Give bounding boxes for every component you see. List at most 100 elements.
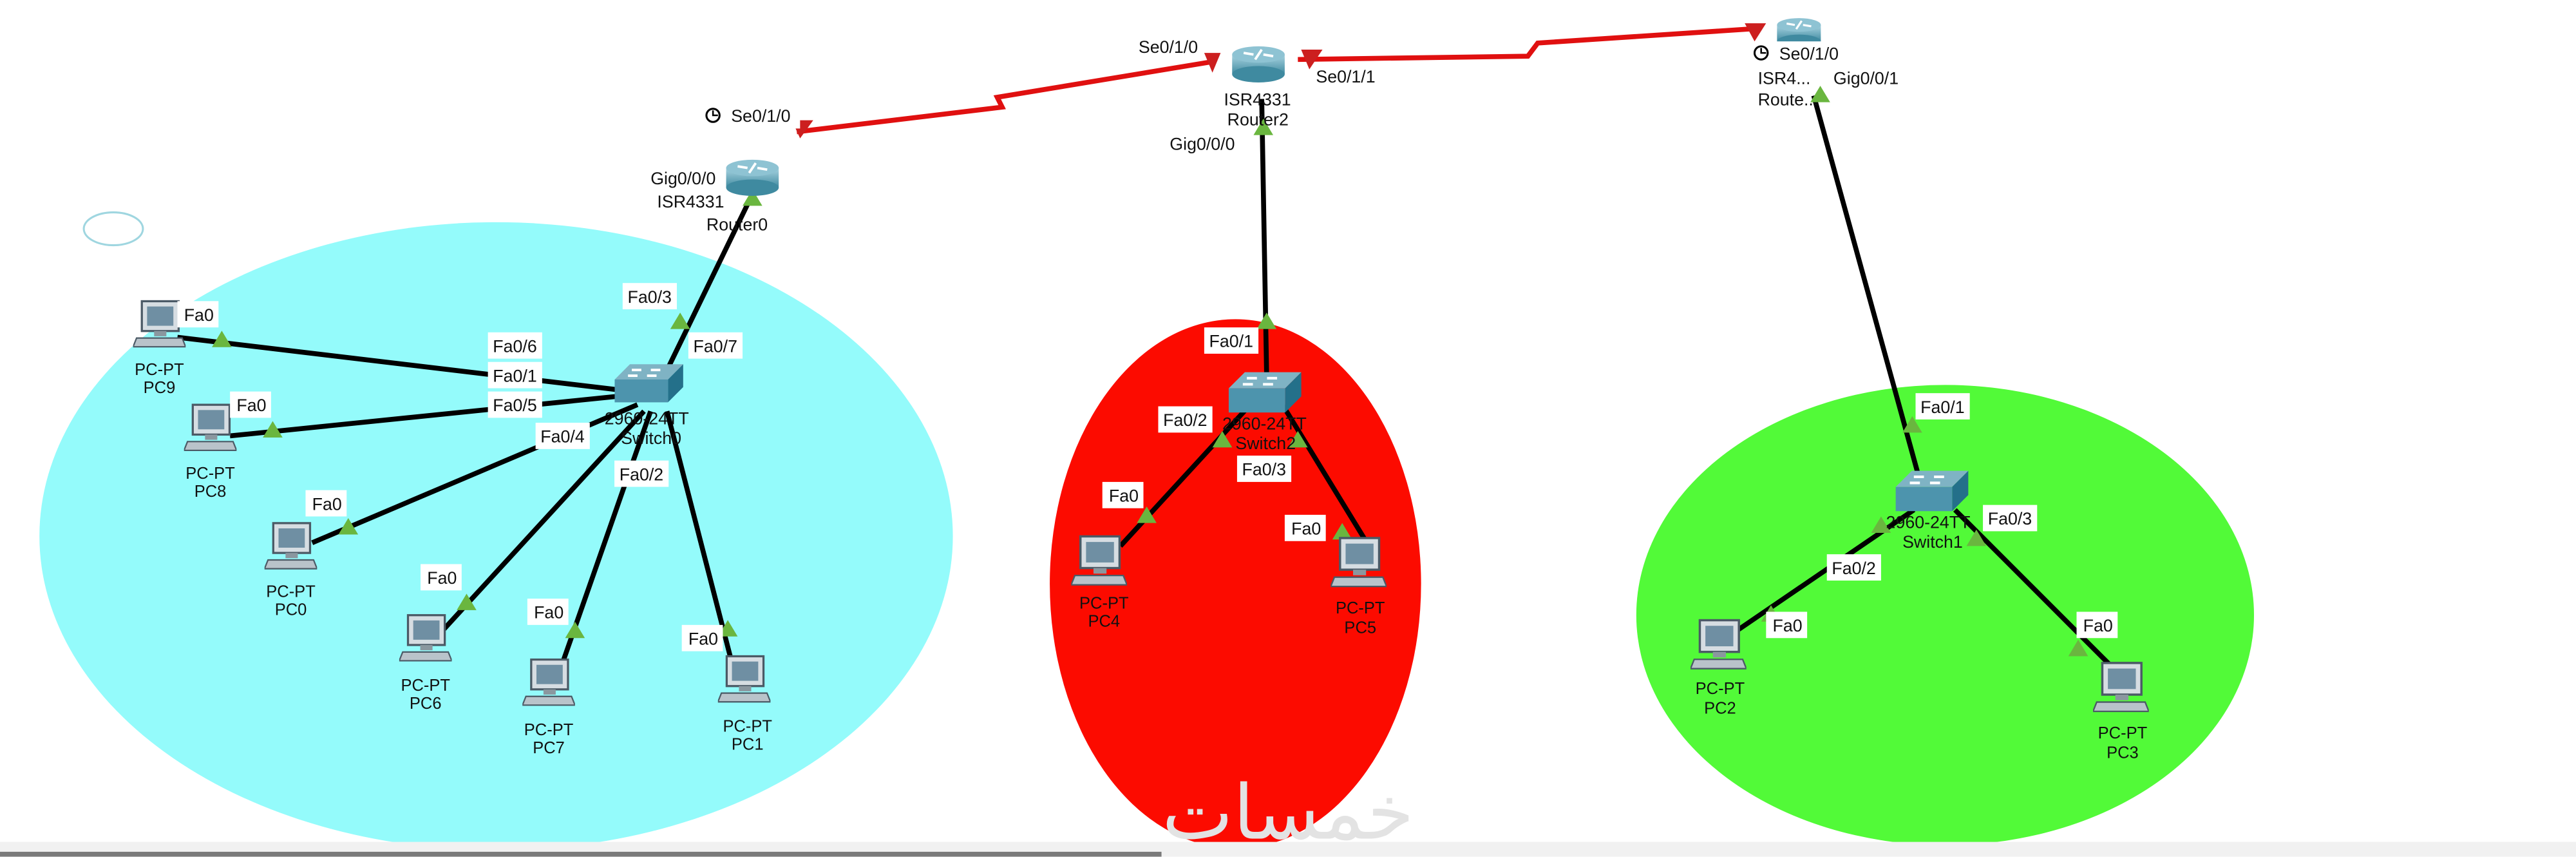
svg-text:Fa0: Fa0 [427,568,457,588]
router1[interactable]: Se0/1/0 ISR4... Route... Gig0/0/1 [1753,17,1899,110]
svg-text:Fa0/3: Fa0/3 [1242,460,1286,479]
switch-name-label: Switch0 [621,428,681,448]
svg-text:Fa0/1: Fa0/1 [1209,332,1253,351]
svg-text:PC-PT: PC-PT [401,677,450,695]
svg-text:Fa0/2: Fa0/2 [1832,559,1875,578]
svg-text:Fa0: Fa0 [1109,486,1139,506]
port-label-box: Fa0/2 [1826,554,1881,581]
port-label: Se0/1/0 [1139,37,1198,57]
svg-text:PC8: PC8 [194,483,227,501]
serial-port-marker [1204,53,1221,73]
port-label-box: Fa0/1 [1915,393,1970,419]
svg-text:Fa0: Fa0 [312,494,342,514]
svg-text:Fa0/5: Fa0/5 [493,396,536,415]
switch2[interactable]: 2960-24TT Switch2 Fa0/1 Fa0/2 Fa0/3 [1158,327,1307,482]
svg-text:PC-PT: PC-PT [1336,599,1385,617]
clock-icon [1753,45,1769,61]
svg-text:Fa0/2: Fa0/2 [1163,410,1207,430]
pc-9[interactable]: PC-PT PC9 Fa0 [133,300,219,397]
svg-text:PC6: PC6 [410,695,442,713]
svg-text:PC-PT: PC-PT [1696,680,1745,698]
port-label: Se0/1/0 [1779,44,1839,63]
svg-text:PC-PT: PC-PT [524,721,574,739]
lan-area-green [1636,385,2254,845]
svg-text:Fa0: Fa0 [184,305,214,325]
svg-text:Fa0: Fa0 [2083,616,2113,635]
port-label-box: Fa0/4 [535,423,590,449]
switch-model-label: 2960-24TT [1222,414,1307,433]
svg-text:PC4: PC4 [1088,612,1120,630]
svg-text:PC-PT: PC-PT [2098,724,2148,742]
port-label-box: Fa0/5 [488,391,542,418]
router2[interactable]: ISR4331 Router2 Se0/1/0 Se0/1/1 Gig0/0/0 [1139,37,1376,154]
port-label-box: Fa0/1 [1204,327,1259,354]
serial-port-marker [1301,49,1323,70]
port-label-box: Fa0/2 [614,460,669,487]
horizontal-scrollbar-thumb[interactable] [0,851,1162,857]
port-label-box: Fa0/3 [622,283,677,310]
port-label: Se0/1/0 [731,106,790,126]
svg-text:PC1: PC1 [732,736,764,754]
router-name-label: Route... [1758,90,1819,110]
svg-text:PC-PT: PC-PT [185,465,234,483]
port-label-box: Fa0/7 [688,332,743,359]
serial-link-router0-router2[interactable] [796,59,1217,135]
svg-text:PC0: PC0 [275,601,307,619]
port-label-box: Fa0/3 [1236,456,1292,482]
switch-name-label: Switch1 [1902,532,1963,552]
port-label: Gig0/0/1 [1833,69,1899,88]
pc-8[interactable]: PC-PT PC8 Fa0 [184,391,271,501]
router0[interactable]: ISR4331 Router0 Se0/1/0 Gig0/0/0 [649,104,800,235]
router-name-label: Router2 [1227,110,1289,129]
switch1[interactable]: 2960-24TT Switch1 Fa0/1 Fa0/2 Fa0/3 [1826,393,2038,581]
port-label-box: Fa0/2 [1158,406,1213,433]
port-label: Gig0/0/0 [650,169,715,188]
serial-link-router2-router1[interactable] [1298,26,1761,63]
svg-text:PC5: PC5 [1344,619,1376,637]
svg-text:Fa0: Fa0 [236,396,266,415]
switch-model-label: 2960-24TT [605,409,689,428]
switch0[interactable]: 2960-24TT Switch0 Fa0/3 Fa0/7 Fa0/6 Fa0/… [488,283,743,487]
port-label: Gig0/0/0 [1170,135,1235,154]
pc-1[interactable]: PC-PT PC1 Fa0 [681,624,772,754]
switch-model-label: 2960-24TT [1886,512,1971,532]
svg-text:PC-PT: PC-PT [1079,594,1129,612]
port-label: Se0/1/1 [1316,67,1375,86]
svg-text:PC3: PC3 [2107,744,2139,762]
pc-2[interactable]: PC-PT PC2 Fa0 [1690,611,1808,718]
svg-text:PC-PT: PC-PT [723,718,772,736]
pc-7[interactable]: PC-PT PC7 Fa0 [522,599,575,757]
svg-text:Fa0/3: Fa0/3 [627,287,671,307]
svg-text:Fa0/3: Fa0/3 [1988,509,2032,528]
router-name-label: Router0 [706,215,768,235]
pc-0[interactable]: PC-PT PC0 Fa0 [264,490,347,619]
svg-text:Fa0: Fa0 [534,603,564,622]
router-model-label: ISR4331 [657,192,724,211]
port-label-box: Fa0/6 [488,332,542,359]
svg-text:Fa0: Fa0 [688,629,718,648]
empty-ellipse-shape[interactable] [82,211,144,247]
clock-icon [705,108,721,123]
serial-port-marker [1745,23,1766,42]
pc-6[interactable]: PC-PT PC6 Fa0 [399,564,462,713]
lan-area-red [1050,319,1421,849]
svg-text:Fa0: Fa0 [1773,616,1803,635]
pc-3[interactable]: PC-PT PC3 Fa0 [2076,611,2149,762]
svg-text:Fa0/1: Fa0/1 [1920,398,1964,417]
router-model-label: ISR4331 [1224,90,1291,110]
pc-5[interactable]: PC-PT PC5 Fa0 [1284,514,1387,637]
svg-text:PC2: PC2 [1704,700,1736,718]
svg-text:Fa0/2: Fa0/2 [620,465,663,484]
svg-text:PC-PT: PC-PT [135,361,184,379]
svg-text:PC9: PC9 [144,379,176,397]
svg-text:Fa0/7: Fa0/7 [694,336,737,356]
svg-text:Fa0/1: Fa0/1 [493,366,536,385]
svg-text:Fa0: Fa0 [1291,519,1321,539]
router-model-label: ISR4... [1758,69,1811,88]
svg-text:PC7: PC7 [533,739,565,757]
pc-4[interactable]: PC-PT PC4 Fa0 [1071,481,1144,630]
svg-text:PC-PT: PC-PT [266,583,316,601]
switch-name-label: Switch2 [1235,434,1296,453]
port-label-box: Fa0/1 [488,361,542,389]
